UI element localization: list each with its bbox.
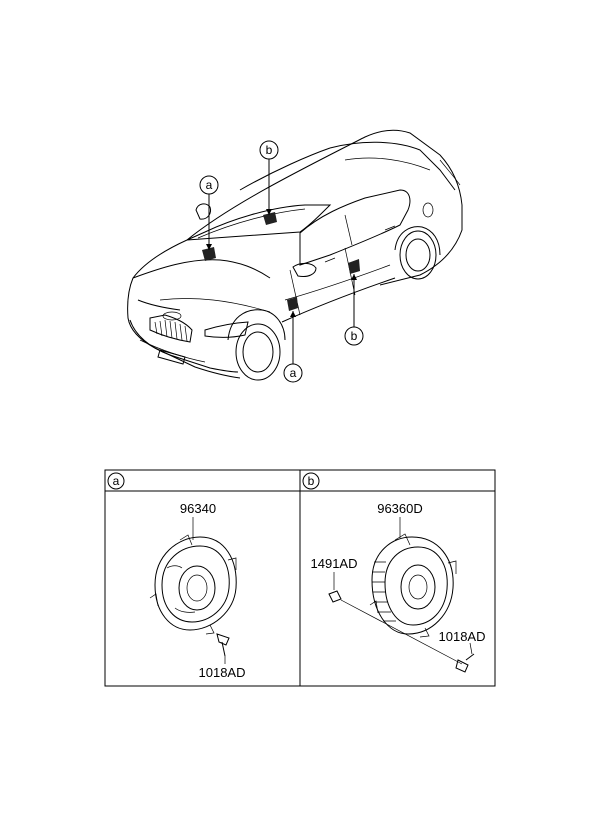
callout-b-door: b [351,329,358,343]
callout-a-door: a [290,366,297,380]
panel-a-speaker: 96340 1018AD [149,501,246,680]
callout-circle-a [199,175,219,195]
callout-circle-b-door [344,326,364,346]
panel-a-marker-circle [107,472,125,490]
callout-a-left: a [206,178,213,192]
callout-b-top: b [266,143,273,157]
callout-circle-b [259,140,279,160]
parts-table: a b [104,469,496,687]
part-label-96340: 96340 [180,501,216,516]
car-callouts: a b b a [199,140,364,383]
panel-a-marker: a [113,474,120,488]
panel-b-speaker: 96360D 1491AD 1018AD [311,501,486,673]
panel-b-marker: b [308,474,315,488]
part-label-1018AD-b: 1018AD [439,629,486,644]
part-label-96360D: 96360D [377,501,423,516]
part-label-1491AD: 1491AD [311,556,358,571]
part-label-1018AD-a: 1018AD [199,665,246,680]
callout-circle-a-door [283,363,303,383]
car-illustration [127,129,463,381]
panel-b-marker-circle [302,472,320,490]
speaker-location-markers [202,212,360,311]
